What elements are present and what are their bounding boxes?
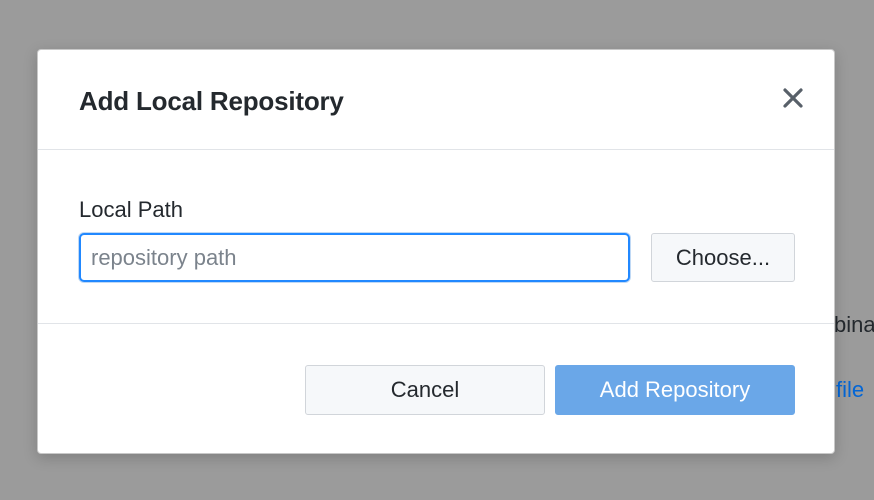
- local-path-label: Local Path: [79, 197, 183, 222]
- choose-button[interactable]: Choose...: [651, 233, 795, 282]
- dialog-body: Local Path Choose...: [38, 150, 834, 324]
- close-icon: [783, 88, 803, 108]
- background-link-fragment: file: [836, 377, 865, 402]
- close-button[interactable]: [779, 84, 807, 112]
- background-text-fragment: bina: [834, 312, 874, 337]
- dialog-footer: Cancel Add Repository: [38, 324, 834, 453]
- dialog-title: Add Local Repository: [79, 86, 344, 116]
- dialog-header: Add Local Repository: [38, 50, 834, 150]
- local-path-input[interactable]: [79, 233, 630, 282]
- cancel-button[interactable]: Cancel: [305, 365, 545, 415]
- add-local-repository-dialog: Add Local Repository Local Path Choose..…: [37, 49, 835, 454]
- add-repository-button[interactable]: Add Repository: [555, 365, 795, 415]
